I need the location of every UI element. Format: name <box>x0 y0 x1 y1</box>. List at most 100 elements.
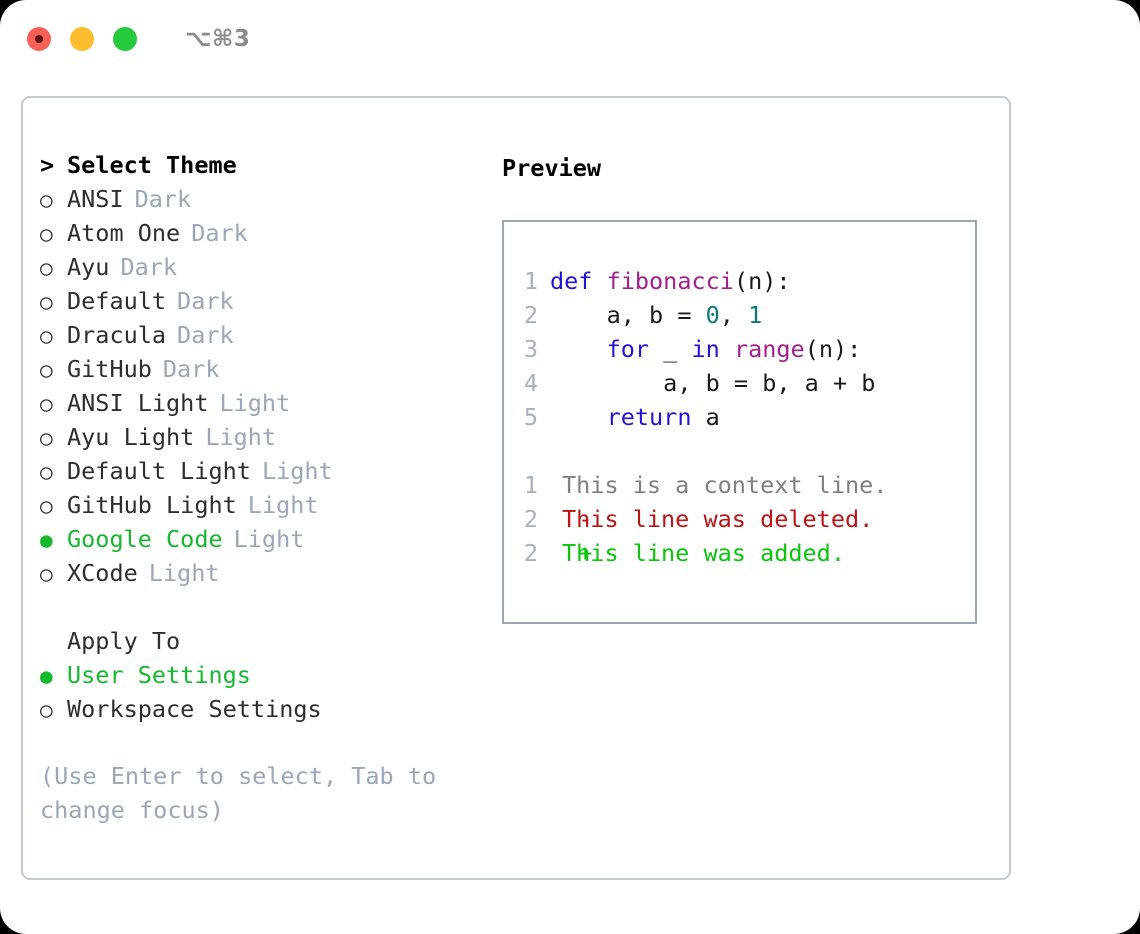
theme-variant-badge: Light <box>247 491 319 519</box>
theme-variant-badge: Dark <box>177 321 234 349</box>
radio-selected-icon: ● <box>40 664 53 688</box>
theme-variant-badge: Dark <box>134 185 192 213</box>
code-token: a <box>691 403 720 431</box>
maximize-button[interactable] <box>113 27 137 51</box>
apply-to-list: ● User Settings ○ Workspace Settings <box>40 661 480 729</box>
code-line: 2 a, b = 0, 1 <box>516 298 887 332</box>
theme-list-item[interactable]: ○ ANSI Dark <box>40 185 480 219</box>
radio-unselected-icon: ○ <box>40 188 53 212</box>
line-number: 5 <box>523 403 538 431</box>
diff-line: 2 - This line was deleted. <box>516 502 887 536</box>
theme-name: Default Light <box>67 457 251 485</box>
theme-name: Ayu Light <box>67 423 195 451</box>
diff-line: 1 This is a context line. <box>516 468 888 502</box>
radio-unselected-icon: ○ <box>40 358 53 382</box>
radio-selected-icon: ● <box>40 528 53 552</box>
radio-unselected-icon: ○ <box>40 460 53 484</box>
diff-text: This is a context line. <box>562 471 888 499</box>
theme-variant-badge: Dark <box>120 253 178 281</box>
line-number: 2 <box>523 539 538 567</box>
radio-unselected-icon: ○ <box>40 562 53 586</box>
code-token: , <box>719 301 749 329</box>
recording-indicator-icon <box>35 35 43 43</box>
theme-list-item[interactable]: ● Google Code Light <box>40 525 480 559</box>
theme-name: XCode <box>67 559 138 587</box>
theme-variant-badge: Dark <box>191 219 248 247</box>
theme-variant-badge: Light <box>233 525 305 553</box>
theme-variant-badge: Light <box>219 389 291 417</box>
code-token: fibonacci <box>606 267 734 295</box>
line-number: 3 <box>523 335 538 363</box>
line-number: 1 <box>523 267 538 295</box>
code-line: 5 return a <box>516 400 887 434</box>
theme-list-item[interactable]: ○ GitHub Light Light <box>40 491 480 525</box>
radio-unselected-icon: ○ <box>40 392 53 416</box>
code-token: a, b = b, a + b <box>550 369 876 397</box>
code-token: 0 <box>705 301 720 329</box>
theme-name: Default <box>67 287 167 315</box>
radio-unselected-icon: ○ <box>40 494 53 518</box>
diff-text: This line was added. <box>562 539 845 567</box>
theme-list-item[interactable]: ○ Atom One Dark <box>40 219 480 253</box>
page-title: Select Theme <box>67 151 237 179</box>
apply-to-label: Apply To <box>67 627 181 655</box>
radio-unselected-icon: ○ <box>40 324 53 348</box>
close-button[interactable] <box>27 27 51 51</box>
theme-name: GitHub <box>67 355 152 383</box>
code-line: 4 a, b = b, a + b <box>516 366 887 400</box>
code-token: a, b = <box>550 301 706 329</box>
theme-name: Dracula <box>67 321 167 349</box>
code-token <box>550 403 607 431</box>
theme-name: GitHub Light <box>67 491 237 519</box>
line-number: 2 <box>523 301 538 329</box>
diff-sign <box>550 468 562 502</box>
theme-name: ANSI <box>67 185 124 213</box>
radio-unselected-icon: ○ <box>40 698 53 722</box>
keyboard-shortcut-label: ⌥⌘3 <box>185 26 251 52</box>
code-token: def <box>550 267 607 295</box>
apply-to-option[interactable]: ● User Settings <box>40 661 480 695</box>
window-controls <box>27 27 137 51</box>
minimize-button[interactable] <box>70 27 94 51</box>
prompt-caret-icon: > <box>40 151 55 179</box>
apply-to-section-title: Apply To <box>40 627 480 661</box>
apply-to-option-label: Workspace Settings <box>67 695 322 723</box>
theme-name: Google Code <box>67 525 223 553</box>
theme-list-item[interactable]: ○ Dracula Dark <box>40 321 480 355</box>
theme-name: Atom One <box>67 219 181 247</box>
radio-unselected-icon: ○ <box>40 426 53 450</box>
code-token: 1 <box>748 301 763 329</box>
list-spacer <box>40 593 480 627</box>
theme-list-item[interactable]: ○ Default Light Light <box>40 457 480 491</box>
theme-variant-badge: Dark <box>162 355 220 383</box>
theme-list-item[interactable]: ○ GitHub Dark <box>40 355 480 389</box>
apply-to-option[interactable]: ○ Workspace Settings <box>40 695 480 729</box>
radio-unselected-icon: ○ <box>40 222 53 246</box>
code-token: (n): <box>804 335 862 363</box>
code-token: _ <box>649 335 692 363</box>
line-number: 4 <box>523 369 538 397</box>
theme-picker-header: > Select Theme <box>40 151 480 185</box>
theme-variant-badge: Light <box>261 457 333 485</box>
diff-sign: + <box>550 539 607 567</box>
line-number: 1 <box>523 471 538 499</box>
diff-sign: - <box>550 505 607 533</box>
code-token <box>720 335 734 363</box>
code-token: return <box>606 403 692 431</box>
diff-line: 2 + This line was added. <box>516 536 887 570</box>
code-token: range <box>733 335 805 363</box>
code-line: 3 for _ in range(n): <box>516 332 887 366</box>
radio-unselected-icon: ○ <box>40 256 53 280</box>
apply-to-option-label: User Settings <box>67 661 251 689</box>
